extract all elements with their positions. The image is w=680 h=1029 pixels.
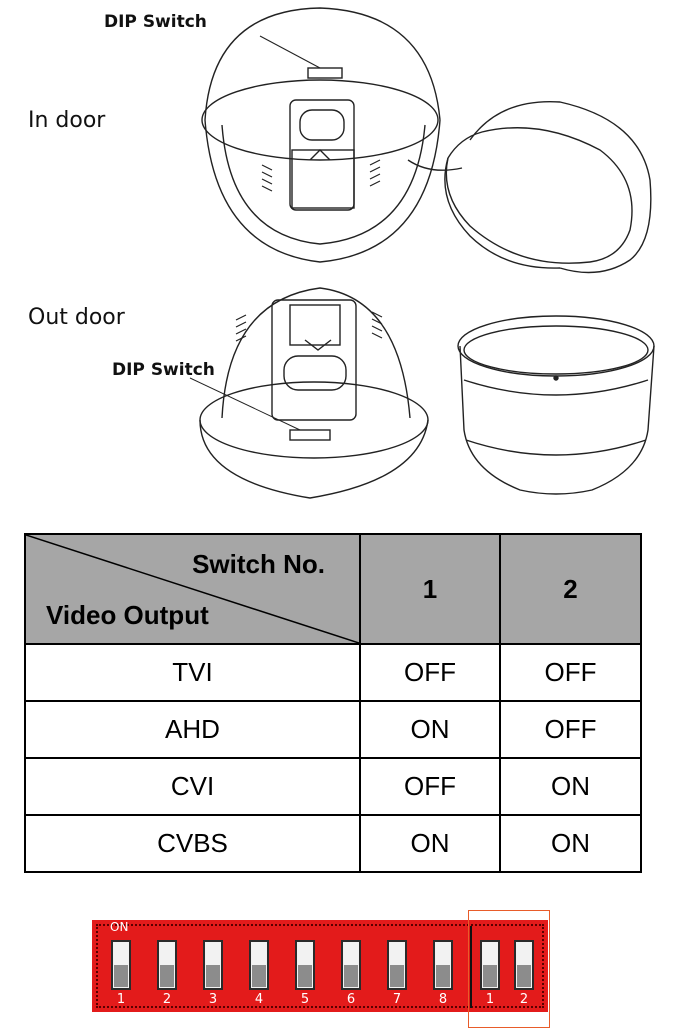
row-video-output: CVBS — [24, 814, 361, 873]
dip-toggle — [387, 940, 407, 990]
dip-toggle — [111, 940, 131, 990]
dip-toggle-number: 5 — [300, 992, 310, 1007]
header-video-output: Video Output — [46, 600, 209, 630]
on-label: ON — [110, 920, 129, 934]
row-switch-1: OFF — [359, 643, 501, 702]
row-video-output: TVI — [24, 643, 361, 702]
dip-toggle-number: 6 — [346, 992, 356, 1007]
dip-toggle — [433, 940, 453, 990]
dip-toggle — [203, 940, 223, 990]
table-row: CVI OFF ON — [24, 757, 642, 816]
row-switch-1: ON — [359, 814, 501, 873]
dip-toggle-knob — [483, 965, 497, 987]
row-video-output: CVI — [24, 757, 361, 816]
dip-toggle — [514, 940, 534, 990]
dip-toggle — [157, 940, 177, 990]
camera-illustration — [189, 7, 655, 499]
dip-toggle-knob — [344, 965, 358, 987]
dip-toggle — [341, 940, 361, 990]
header-col-2: 2 — [499, 533, 642, 645]
dip-toggle — [295, 940, 315, 990]
dip-toggle-number: 4 — [254, 992, 264, 1007]
dip-toggle-number: 1 — [116, 992, 126, 1007]
row-switch-2: OFF — [499, 643, 642, 702]
row-switch-1: OFF — [359, 757, 501, 816]
dip-toggle-number: 8 — [438, 992, 448, 1007]
dip-toggle-knob — [390, 965, 404, 987]
table-row: AHD ON OFF — [24, 700, 642, 759]
table-row: TVI OFF OFF — [24, 643, 642, 702]
dip-toggle-knob — [206, 965, 220, 987]
row-switch-2: ON — [499, 814, 642, 873]
table-row: CVBS ON ON — [24, 814, 642, 873]
row-switch-2: OFF — [499, 700, 642, 759]
row-switch-1: ON — [359, 700, 501, 759]
table-header-row: Switch No. Video Output 1 2 — [24, 533, 642, 645]
outdoor-label: Out door — [28, 305, 125, 330]
switch-1-2-highlight — [468, 910, 550, 1028]
dip-toggle-knob — [252, 965, 266, 987]
header-switch-no: Switch No. — [192, 549, 325, 579]
dip-switch-table: Switch No. Video Output 1 2 TVI OFF OFF … — [24, 533, 642, 873]
divider — [470, 926, 472, 1008]
dip-toggle — [249, 940, 269, 990]
row-video-output: AHD — [24, 700, 361, 759]
dip-toggle-knob — [517, 965, 531, 987]
dip-toggle-number: 2 — [162, 992, 172, 1007]
dip-toggle-number: 2 — [519, 992, 529, 1007]
header-diagonal-cell: Switch No. Video Output — [24, 533, 361, 645]
diagonal-line — [26, 535, 359, 643]
dip-toggle-number: 1 — [485, 992, 495, 1007]
dip-switch-label-indoor: DIP Switch — [104, 12, 207, 32]
header-col-1: 1 — [359, 533, 501, 645]
dip-switch-label-outdoor: DIP Switch — [112, 360, 215, 380]
dip-toggle-number: 7 — [392, 992, 402, 1007]
row-switch-2: ON — [499, 757, 642, 816]
dip-toggle-number: 3 — [208, 992, 218, 1007]
dip-toggle-knob — [160, 965, 174, 987]
dip-toggle — [480, 940, 500, 990]
dip-toggle-knob — [436, 965, 450, 987]
dip-toggle-knob — [114, 965, 128, 987]
indoor-label: In door — [28, 108, 106, 133]
dip-toggle-knob — [298, 965, 312, 987]
